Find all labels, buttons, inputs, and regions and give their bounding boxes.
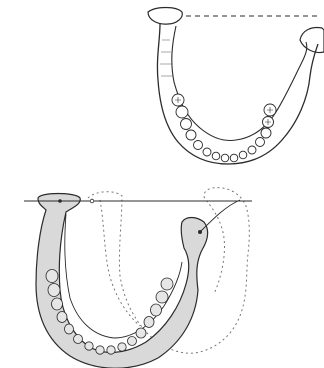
tooth-incisor xyxy=(212,152,220,160)
tooth-incisor xyxy=(96,346,104,354)
tooth-molar xyxy=(151,304,162,316)
tooth-molar xyxy=(156,291,168,303)
tooth-incisor xyxy=(221,154,229,162)
tooth-premolar xyxy=(194,141,203,150)
tooth-molar xyxy=(176,106,188,118)
tooth-premolar xyxy=(256,138,265,147)
dotted-inner-outline xyxy=(100,200,140,326)
tooth-incisor xyxy=(118,343,126,351)
tooth-canine xyxy=(203,148,211,156)
lingual-contour xyxy=(65,214,182,338)
tooth-incisor xyxy=(239,151,247,159)
right-condyle xyxy=(300,28,324,53)
tooth-premolar xyxy=(57,312,67,323)
tooth-molar xyxy=(161,278,173,290)
coronoid-point xyxy=(198,230,202,234)
tooth-canine xyxy=(128,337,137,346)
condyle-point-displaced xyxy=(90,199,94,203)
tooth-premolar xyxy=(136,328,146,338)
tooth-canine xyxy=(74,335,83,344)
tooth-molar xyxy=(52,298,63,310)
tooth-incisor xyxy=(107,346,115,354)
tooth-molar xyxy=(46,270,58,283)
tooth-molar xyxy=(181,119,192,130)
tooth-premolar xyxy=(65,324,74,334)
tooth-incisor xyxy=(85,342,93,350)
tooth-canine xyxy=(248,146,256,154)
tooth-incisor xyxy=(230,154,238,162)
tooth-premolar xyxy=(261,128,271,138)
bottom-mandible-panel xyxy=(24,188,252,368)
tooth-premolar xyxy=(186,130,196,140)
tooth-premolar xyxy=(144,317,154,328)
mandible-outer-outline xyxy=(157,24,318,164)
ramus-hatching xyxy=(160,40,173,76)
shaded-mandible xyxy=(36,194,208,368)
condyle-point-left xyxy=(58,199,62,203)
left-condyle xyxy=(148,8,182,25)
mandible-inner-outline xyxy=(172,26,307,141)
top-mandible-panel xyxy=(148,8,324,165)
tooth-molar xyxy=(48,284,60,297)
